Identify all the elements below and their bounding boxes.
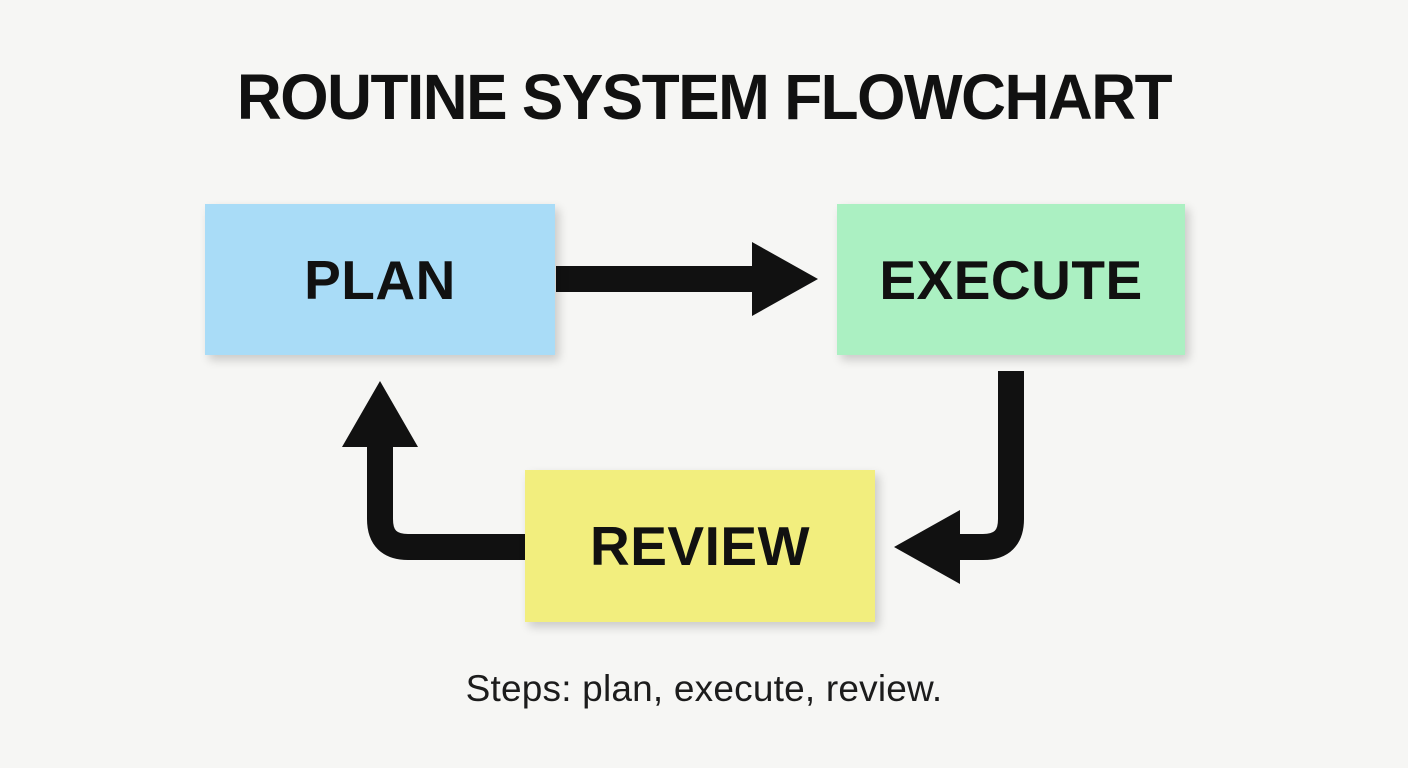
arrowhead-up-icon (342, 381, 418, 447)
node-plan-label: PLAN (304, 248, 456, 311)
edge-plan-to-execute (556, 242, 818, 316)
edge-review-to-plan (342, 381, 526, 560)
node-plan: PLAN (205, 204, 555, 355)
node-execute: EXECUTE (837, 204, 1185, 355)
caption: Steps: plan, execute, review. (465, 668, 943, 709)
page-title: ROUTINE SYSTEM FLOWCHART (236, 61, 1173, 133)
edge-execute-to-review-shaft (958, 371, 1024, 560)
node-execute-label: EXECUTE (879, 248, 1143, 311)
edge-review-to-plan-shaft (367, 446, 526, 560)
arrowhead-right-icon (752, 242, 818, 316)
edge-execute-to-review (894, 371, 1024, 584)
node-review-label: REVIEW (590, 515, 810, 577)
arrowhead-left-icon (894, 510, 960, 584)
node-review: REVIEW (525, 470, 875, 622)
